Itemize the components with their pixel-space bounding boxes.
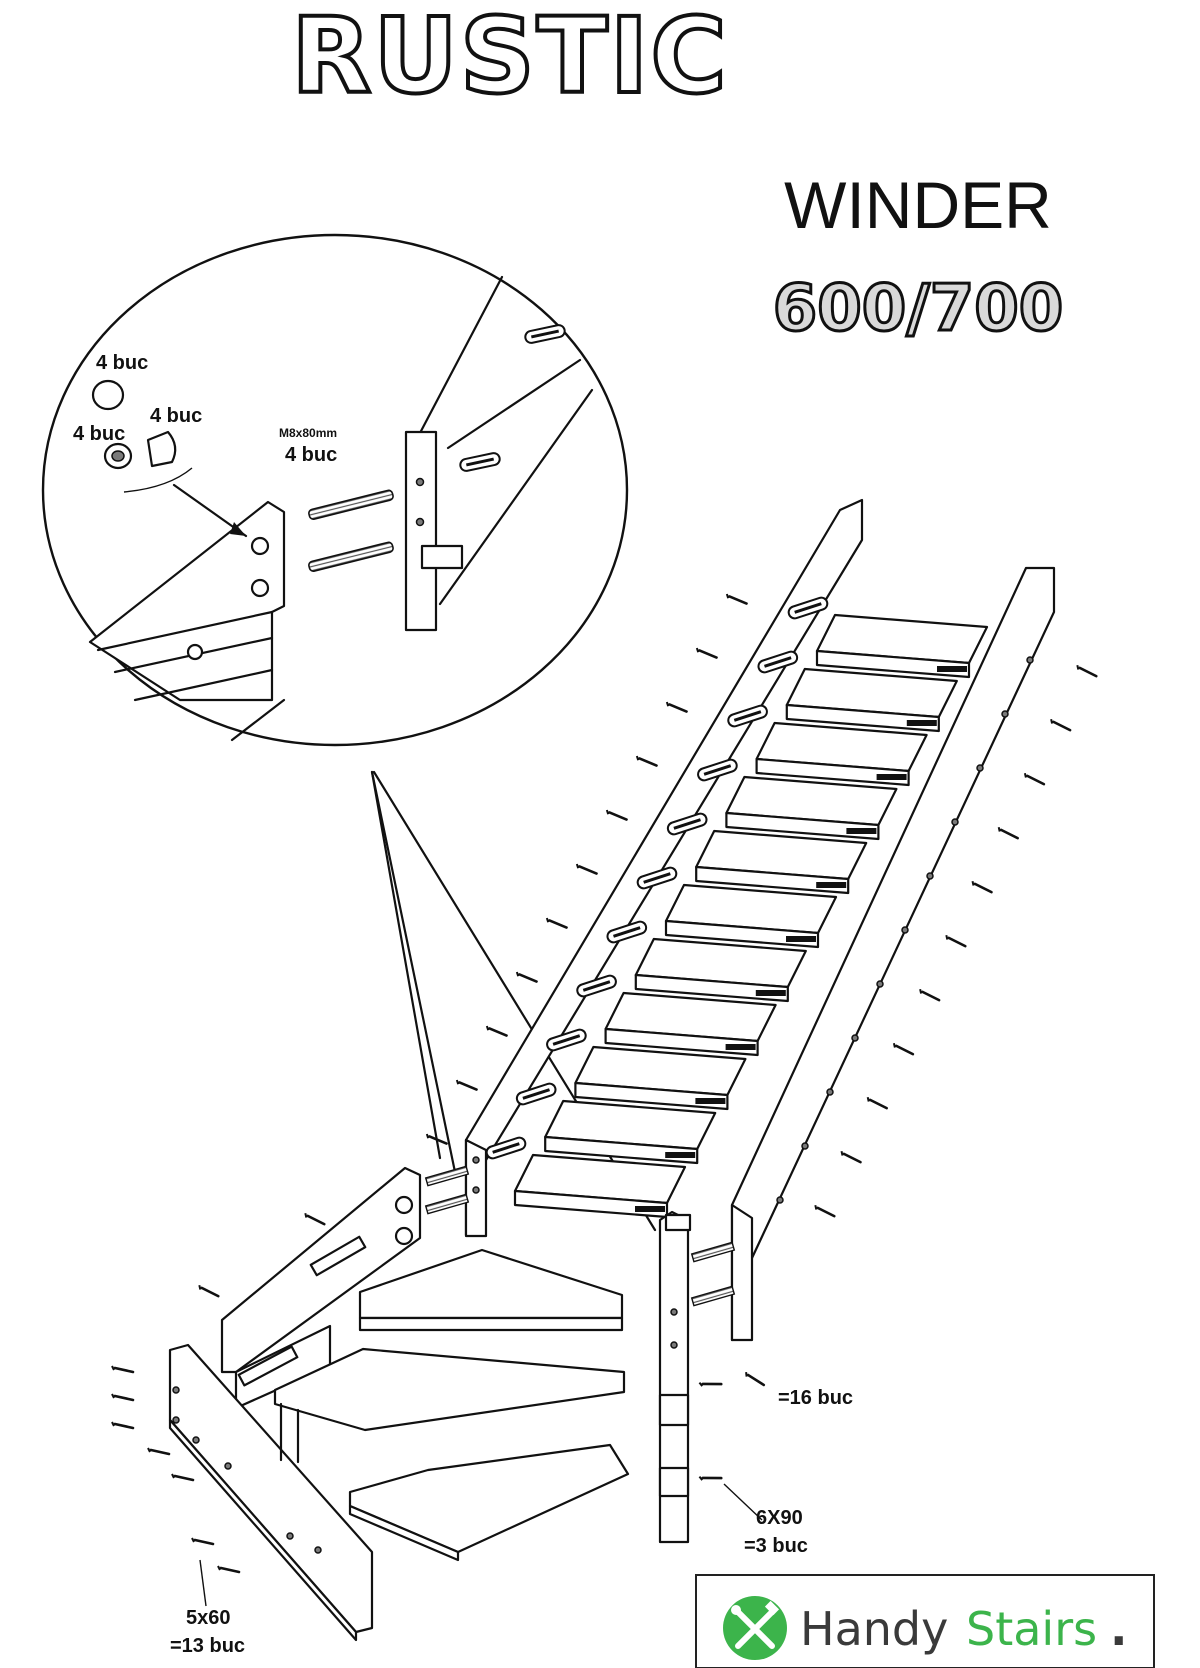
tread [815, 613, 989, 679]
screw-hole [1026, 656, 1034, 664]
screw-5x60-qty-label: =13 buc [170, 1635, 245, 1657]
screw [544, 916, 569, 929]
nuts-qty-label: 4 buc [73, 423, 125, 445]
brand-word-handy: Handy [800, 1602, 948, 1656]
brand-word-stairs: Stairs [966, 1602, 1097, 1656]
screw-hole [901, 926, 909, 934]
tread [725, 775, 898, 841]
screw-hole [826, 1088, 834, 1096]
bolt-size-label: M8x80mm [279, 426, 337, 440]
tread [544, 1099, 717, 1165]
tread [785, 667, 958, 733]
product-title: RUSTIC [291, 0, 728, 117]
winder-section [110, 1165, 768, 1642]
screw [838, 1149, 864, 1164]
screw [812, 1203, 838, 1218]
bolt-qty-label: 4 buc [285, 444, 337, 466]
screw [969, 879, 995, 894]
screw [995, 825, 1021, 840]
brand-dot: . [1110, 1602, 1127, 1656]
tread [513, 1153, 687, 1219]
screw [484, 1024, 509, 1037]
screw [1048, 717, 1073, 732]
screw-6x90-qty-label: =3 buc [744, 1535, 808, 1557]
screw-hole [801, 1142, 809, 1150]
tread [634, 937, 807, 1003]
screw [1074, 663, 1100, 678]
tread [664, 883, 838, 949]
washers-qty-label: 4 buc [150, 405, 202, 427]
tread [604, 991, 777, 1057]
screw [604, 808, 629, 821]
screw [864, 1095, 890, 1110]
screw [574, 862, 599, 875]
tread [755, 721, 928, 787]
screw-hole [951, 818, 959, 826]
screw [514, 970, 539, 983]
straight-flight [424, 498, 1100, 1342]
screw [664, 700, 689, 713]
screw-5x60-size-label: 5x60 [186, 1607, 231, 1629]
screw-6x90-size-label: 6X90 [756, 1507, 803, 1529]
screw [891, 1041, 916, 1056]
size-title: 600/700 [773, 272, 1064, 346]
screw-hole [876, 980, 884, 988]
screw [694, 646, 719, 659]
small-screws-qty-label: =16 buc [778, 1387, 853, 1409]
screw-hole [851, 1034, 859, 1042]
tread [574, 1045, 747, 1111]
screw [634, 754, 659, 767]
tread [695, 829, 868, 895]
screw [943, 933, 969, 948]
detail-contents [88, 275, 594, 742]
caps-qty-label: 4 buc [96, 352, 148, 374]
detail-magnifier [41, 233, 657, 1232]
screw-hole [1001, 710, 1009, 718]
screw-hole [976, 764, 984, 772]
screw [454, 1078, 479, 1091]
screw [917, 987, 942, 1002]
brand-logo: Handy Stairs . [695, 1574, 1155, 1668]
screw [724, 592, 749, 605]
screw-hole [776, 1196, 784, 1204]
screw [1022, 771, 1047, 786]
screw-hole [926, 872, 934, 880]
model-title: WINDER [784, 168, 1052, 242]
